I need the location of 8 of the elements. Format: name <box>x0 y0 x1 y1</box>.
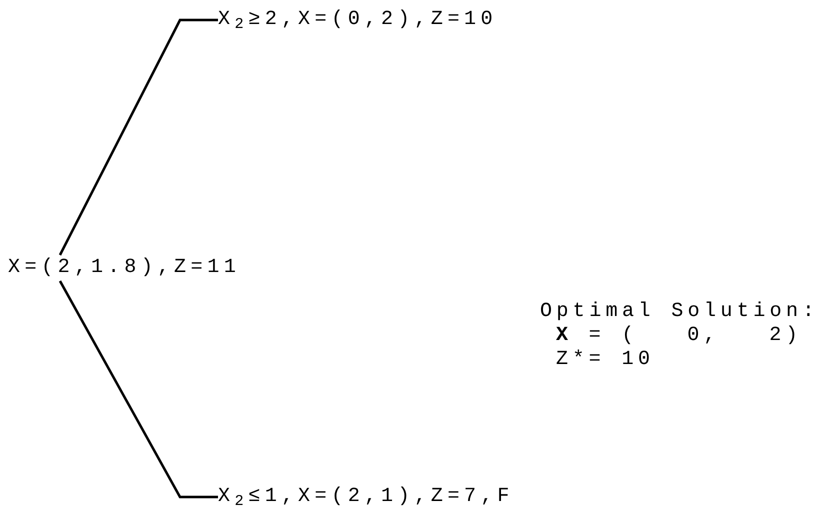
solution-text: Optimal Solution: <box>540 300 819 324</box>
connector-line <box>58 18 218 256</box>
node-label: X$_{2}$≤1,X=(2,1),Z=7,F <box>218 487 514 507</box>
solution-text: X = ( 0, 2) <box>555 324 804 348</box>
node-label: X=(2,1.8),Z=11 <box>8 258 240 278</box>
connector-line <box>58 280 218 498</box>
node-label: X$_{2}$≥2,X=(0,2),Z=10 <box>218 10 498 30</box>
solution-text: Z*= 10 <box>555 348 656 372</box>
